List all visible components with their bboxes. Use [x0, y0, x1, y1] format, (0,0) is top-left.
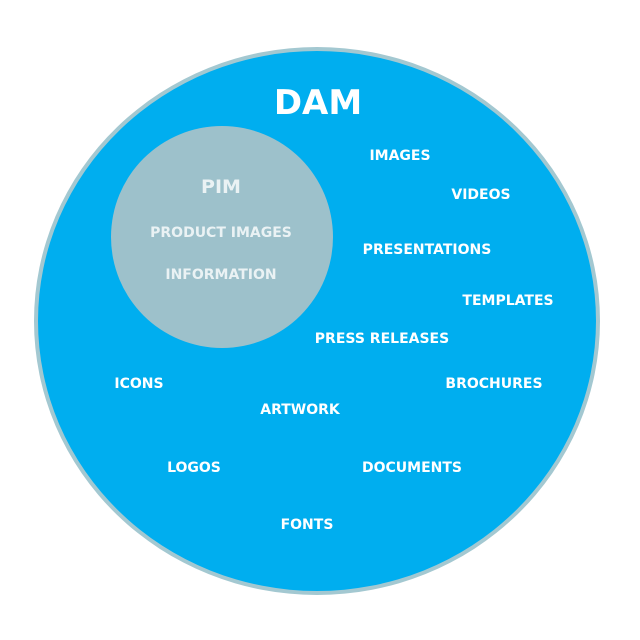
pim-item-product-images: PRODUCT IMAGES — [150, 225, 292, 241]
dam-item-videos: VIDEOS — [451, 187, 511, 203]
dam-item-brochures: BROCHURES — [445, 376, 543, 392]
dam-item-presentations: PRESENTATIONS — [362, 242, 492, 258]
dam-circle — [34, 47, 600, 595]
dam-item-images: IMAGES — [369, 148, 431, 164]
pim-item-information: INFORMATION — [165, 267, 277, 283]
dam-item-press-releases: PRESS RELEASES — [314, 331, 450, 347]
dam-item-fonts: FONTS — [280, 517, 334, 533]
dam-item-logos: LOGOS — [167, 460, 221, 476]
pim-title: PIM — [201, 176, 241, 198]
dam-item-artwork: ARTWORK — [260, 402, 340, 418]
pim-circle — [111, 126, 333, 348]
dam-item-templates: TEMPLATES — [462, 293, 554, 309]
dam-item-documents: DOCUMENTS — [361, 460, 463, 476]
dam-item-icons: ICONS — [114, 376, 164, 392]
dam-title: DAM — [273, 83, 363, 123]
